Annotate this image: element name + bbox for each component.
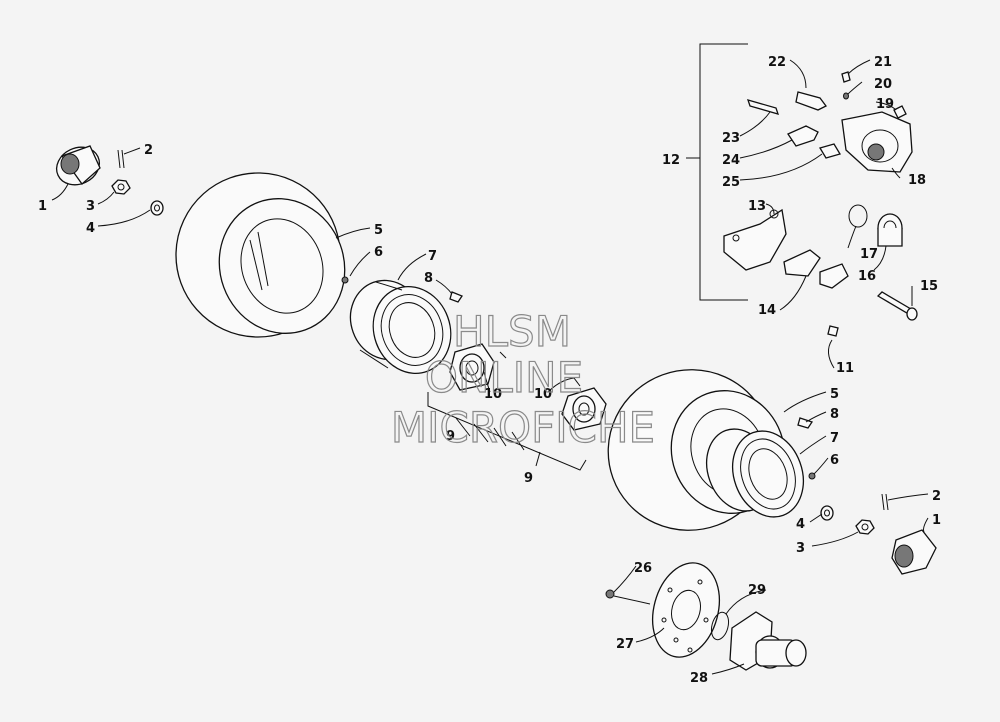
callout-21: 21 — [874, 55, 892, 70]
brake-disc — [652, 562, 720, 658]
watermark-line-3: MICROFICHE — [391, 403, 655, 452]
callout-6-right: 6 — [830, 453, 839, 468]
right-valve-stem — [808, 472, 816, 480]
caliper-piston — [877, 213, 903, 247]
left-valve-stem — [341, 276, 349, 284]
callout-10: 10 — [484, 387, 502, 402]
callout-4-right: 4 — [796, 517, 805, 532]
callout-22: 22 — [768, 55, 786, 70]
callout-24: 24 — [722, 153, 740, 168]
callout-2-right: 2 — [932, 489, 941, 504]
callout-27: 27 — [616, 637, 634, 652]
callout-5: 5 — [374, 223, 383, 238]
callout-13: 13 — [748, 199, 766, 214]
callout-25: 25 — [722, 175, 740, 190]
group-bracket-9 — [427, 392, 587, 471]
o-ring — [710, 611, 730, 641]
callout-28: 28 — [690, 671, 708, 686]
callout-16: 16 — [858, 269, 876, 284]
pad-pin — [746, 99, 780, 115]
caliper-bracket — [723, 208, 787, 271]
left-wheel-rim — [349, 279, 452, 374]
callout-20: 20 — [874, 77, 892, 92]
callout-18: 18 — [908, 173, 926, 188]
right-washer — [820, 505, 834, 521]
leader-lines — [51, 59, 929, 675]
callout-12: 12 — [662, 153, 680, 168]
callout-19: 19 — [876, 97, 894, 112]
callout-17: 17 — [860, 247, 878, 262]
callout-3: 3 — [86, 199, 95, 214]
right-wheel-hub-front — [561, 387, 607, 431]
bleed-cap — [841, 71, 851, 83]
brake-hub — [729, 611, 807, 671]
watermark-line-2: ONLINE — [425, 353, 583, 402]
left-washer — [150, 200, 164, 216]
left-tire — [175, 172, 346, 338]
callout-8-right: 8 — [830, 407, 839, 422]
watermark: HLSM ONLINE MICROFICHE — [390, 306, 655, 452]
watermark-line-1: HLSM — [453, 307, 571, 356]
callout-7-right: 7 — [830, 431, 839, 446]
callout-1: 1 — [38, 199, 47, 214]
callout-4: 4 — [86, 221, 95, 236]
group-bracket-12 — [686, 43, 748, 301]
left-cotter-pin — [117, 149, 125, 169]
callout-10: 10 — [534, 387, 552, 402]
callout-7: 7 — [428, 249, 437, 264]
caliper-mount-bolt — [827, 325, 839, 337]
callout-3-right: 3 — [796, 541, 805, 556]
left-axle-nut — [111, 179, 131, 195]
callout-5-right: 5 — [830, 387, 839, 402]
pad-retainer — [819, 143, 841, 159]
callout-8: 8 — [424, 271, 433, 286]
callout-1-right: 1 — [932, 513, 941, 528]
left-hub-stud — [499, 351, 507, 359]
hub-stud-2 — [573, 377, 581, 387]
brake-disc-bolt — [605, 589, 651, 605]
callout-29: 29 — [748, 583, 766, 598]
callout-9: 9 — [446, 429, 455, 444]
callout-2: 2 — [144, 143, 153, 158]
callout-labels: 1 2 3 4 5 6 7 8 9 9 10 10 11 12 13 14 15… — [38, 55, 941, 686]
caliper-bolt — [876, 291, 918, 321]
right-cotter-pin — [881, 493, 889, 511]
left-wheel-hub — [449, 343, 495, 391]
pad-spring — [787, 125, 819, 147]
callout-6: 6 — [374, 245, 383, 260]
brake-pads — [783, 249, 849, 289]
right-axle-nut — [855, 519, 875, 535]
callout-9: 9 — [524, 471, 533, 486]
left-hub-cap — [56, 145, 101, 186]
callout-11: 11 — [836, 361, 854, 376]
callout-14: 14 — [758, 303, 776, 318]
right-hub-cap — [891, 529, 937, 575]
piston-seal — [848, 204, 868, 228]
callout-26: 26 — [634, 561, 652, 576]
bleed-screw — [893, 105, 907, 119]
wheel-studs — [455, 417, 525, 451]
callout-23: 23 — [722, 131, 740, 146]
caliper-body — [841, 111, 913, 173]
right-wheel-rim — [706, 428, 804, 518]
callout-15: 15 — [920, 279, 938, 294]
small-washer — [843, 92, 849, 100]
left-lug-nut — [449, 291, 463, 303]
caliper-slide-pin — [795, 91, 827, 111]
